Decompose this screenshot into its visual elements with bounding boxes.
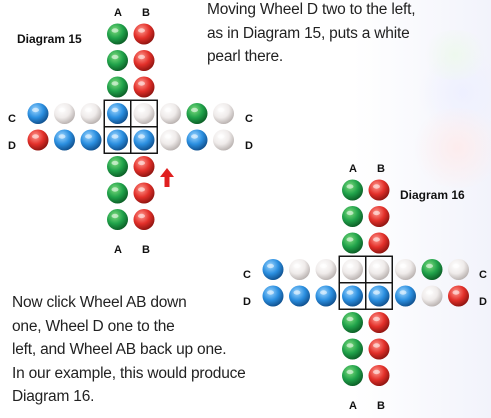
white-pearl: [289, 259, 310, 280]
red-pearl: [369, 206, 390, 227]
red-pearl: [369, 233, 390, 254]
red-pearl: [369, 365, 390, 386]
blue-pearl: [316, 286, 337, 307]
green-pearl: [422, 259, 443, 280]
white-pearl: [422, 286, 443, 307]
green-pearl: [342, 312, 363, 333]
blue-pearl: [342, 286, 363, 307]
green-pearl: [342, 339, 363, 360]
green-pearl: [342, 233, 363, 254]
green-pearl: [342, 206, 363, 227]
blue-pearl: [289, 286, 310, 307]
red-pearl: [369, 312, 390, 333]
green-pearl: [342, 180, 363, 201]
white-pearl: [342, 259, 363, 280]
blue-pearl: [263, 259, 284, 280]
white-pearl: [369, 259, 390, 280]
red-pearl: [369, 180, 390, 201]
blue-pearl: [395, 286, 416, 307]
red-pearl: [448, 286, 469, 307]
red-pearl: [369, 339, 390, 360]
green-pearl: [342, 365, 363, 386]
white-pearl: [448, 259, 469, 280]
blue-pearl: [263, 286, 284, 307]
white-pearl: [316, 259, 337, 280]
blue-pearl: [369, 286, 390, 307]
white-pearl: [395, 259, 416, 280]
